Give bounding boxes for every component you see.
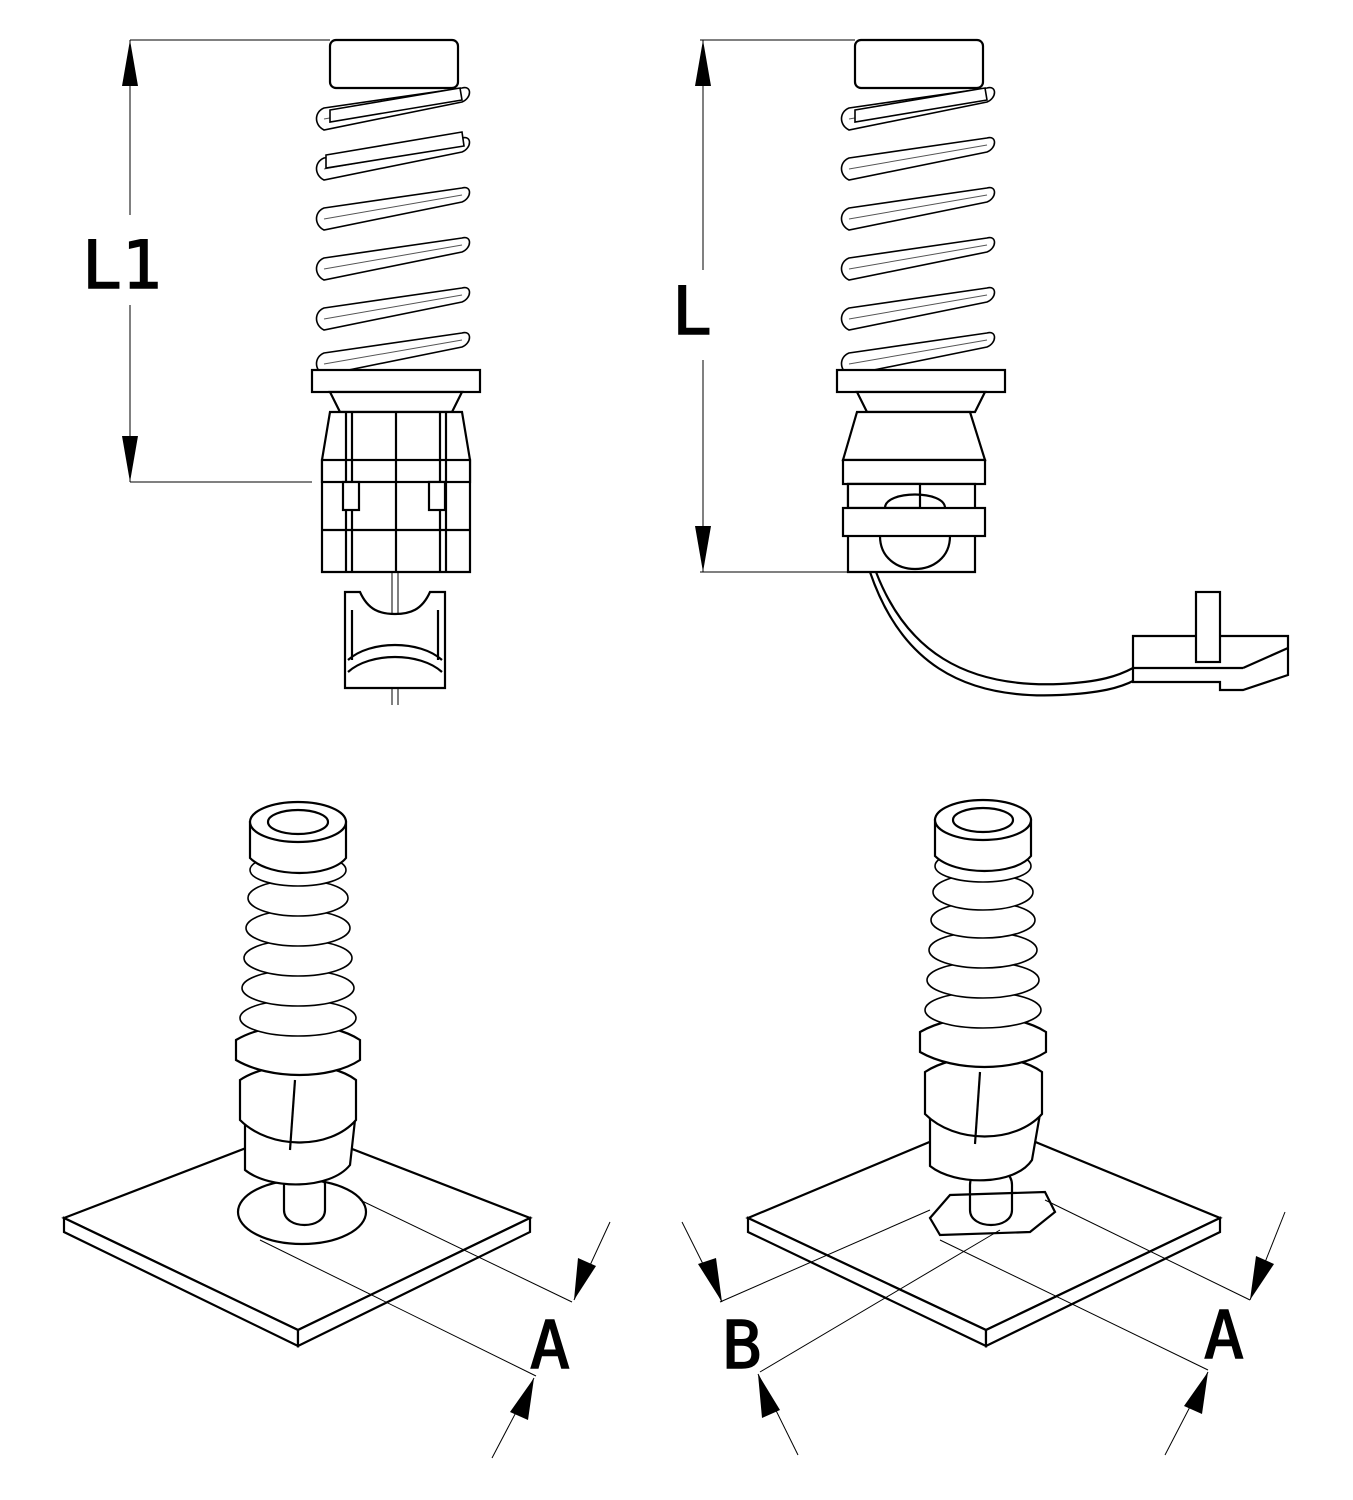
spring-cap <box>328 38 460 90</box>
view-top-right: L <box>670 38 1290 697</box>
dimension-a-right: A <box>939 1199 1286 1456</box>
spring-coils-right <box>840 86 996 376</box>
dimension-b-right: B <box>681 1209 1001 1456</box>
iso-spring-right <box>918 798 1048 1182</box>
dimension-a-left: A <box>259 1199 611 1459</box>
view-bottom-right: A B <box>681 798 1286 1456</box>
label-l1: L1 <box>82 227 161 304</box>
clip-body <box>320 410 472 574</box>
mounting-plate-right <box>745 1118 1223 1348</box>
flange <box>310 368 482 394</box>
label-a-right: A <box>1204 1297 1244 1374</box>
detached-clip <box>343 572 447 705</box>
view-top-left: L1 <box>80 38 482 705</box>
iso-spring-left <box>234 800 362 1186</box>
dimension-l: L <box>670 39 855 573</box>
view-bottom-left: A <box>61 800 611 1459</box>
tether-strap <box>868 571 1290 697</box>
dimension-l1: L1 <box>80 39 330 483</box>
label-b-right: B <box>722 1307 762 1384</box>
spring-cap-right <box>853 38 985 90</box>
label-l: L <box>672 273 712 350</box>
flange-right <box>835 368 1007 394</box>
clip-body-right <box>841 410 987 574</box>
label-a-left: A <box>530 1307 570 1384</box>
mounting-plate-left <box>61 1126 533 1348</box>
spring-coils <box>315 86 471 376</box>
